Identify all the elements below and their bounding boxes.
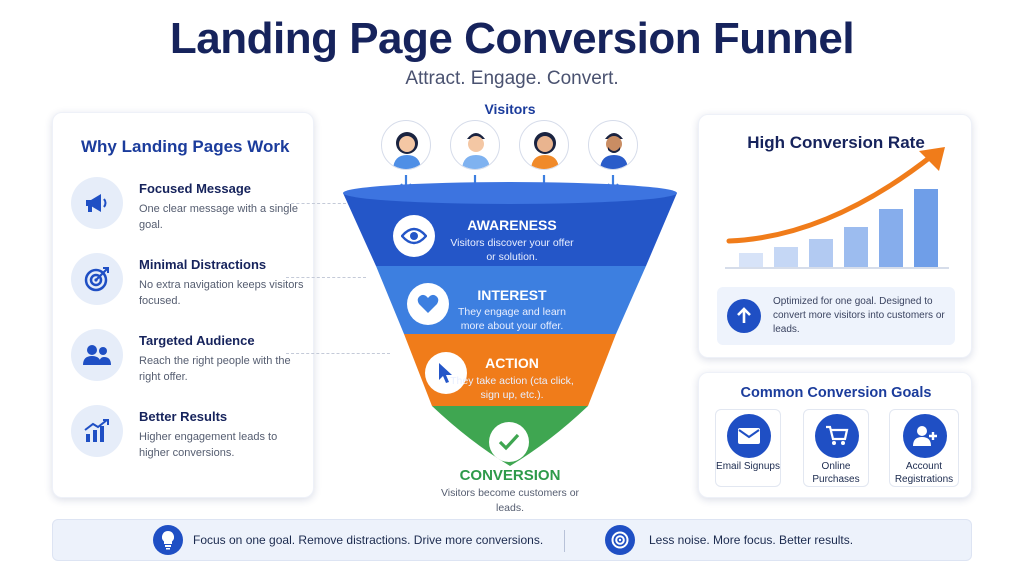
feature-title: Minimal Distractions xyxy=(139,257,267,272)
connector-line xyxy=(286,277,366,278)
footer-right-text: Less noise. More focus. Better results. xyxy=(649,533,854,547)
people-icon xyxy=(71,329,123,381)
megaphone-icon xyxy=(71,177,123,229)
target-icon xyxy=(71,253,123,305)
visitors-label: Visitors xyxy=(484,101,536,117)
heart-icon xyxy=(407,283,449,325)
feature-focused-message: Focused Message One clear message with a… xyxy=(71,177,311,237)
why-landing-pages-panel: Why Landing Pages Work Focused Message O… xyxy=(52,112,314,498)
goal-label: Online Purchases xyxy=(812,461,860,485)
goal-label: Email Signups xyxy=(716,461,780,472)
stage-desc: They take action (cta click, sign up, et… xyxy=(450,375,574,401)
feature-desc: One clear message with a single goal. xyxy=(139,203,298,231)
lightbulb-icon xyxy=(153,525,183,555)
stage-title: AWARENESS xyxy=(467,217,557,233)
page-subtitle: Attract. Engage. Convert. xyxy=(405,68,619,89)
footer-divider xyxy=(564,530,565,552)
feature-title: Better Results xyxy=(139,409,228,424)
check-icon xyxy=(489,422,529,462)
growth-chart-graphic xyxy=(725,147,949,269)
feature-better-results: Better Results Higher engagement leads t… xyxy=(71,405,311,465)
visitor-avatar-icon xyxy=(450,120,500,170)
cursor-icon xyxy=(425,352,467,394)
stage-title: INTEREST xyxy=(477,287,547,303)
cart-icon xyxy=(815,414,859,458)
feature-desc: No extra navigation keeps visitors focus… xyxy=(139,279,304,307)
feature-targeted-audience: Targeted Audience Reach the right people… xyxy=(71,329,311,389)
panel-title: Why Landing Pages Work xyxy=(81,137,290,156)
connector-line xyxy=(286,203,346,204)
add-user-icon xyxy=(903,414,947,458)
stage-title: CONVERSION xyxy=(459,467,561,484)
visitor-avatar-icon xyxy=(519,120,569,170)
rate-note-text: Optimized for one goal. Designed to conv… xyxy=(773,296,945,335)
footer-banner: Focus on one goal. Remove distractions. … xyxy=(52,519,972,561)
footer-left-text: Focus on one goal. Remove distractions. … xyxy=(193,533,544,547)
chart-growth-icon xyxy=(71,405,123,457)
eye-icon xyxy=(393,215,435,257)
feature-desc: Higher engagement leads to higher conver… xyxy=(139,431,278,459)
page-title: Landing Page Conversion Funnel xyxy=(169,14,855,63)
stage-desc: Visitors discover your offer or solution… xyxy=(450,237,574,263)
arrow-up-icon xyxy=(727,299,761,333)
funnel-rim xyxy=(343,182,677,204)
connector-line xyxy=(286,353,390,354)
target-icon xyxy=(605,525,635,555)
visitor-avatar-icon xyxy=(588,120,638,170)
feature-title: Focused Message xyxy=(139,181,251,196)
goal-account-registrations: Account Registrations xyxy=(889,409,959,487)
stage-desc: They engage and learn more about your of… xyxy=(458,306,566,332)
feature-title: Targeted Audience xyxy=(139,333,255,348)
stage-desc: Visitors become customers or leads. xyxy=(440,487,580,514)
feature-minimal-distractions: Minimal Distractions No extra navigation… xyxy=(71,253,311,313)
panel-title: High Conversion Rate xyxy=(747,133,925,152)
envelope-icon xyxy=(727,414,771,458)
goal-label: Account Registrations xyxy=(894,461,954,485)
panel-title: Common Conversion Goals xyxy=(740,385,932,401)
stage-title: ACTION xyxy=(485,355,539,371)
conversion-rate-panel: High Conversion Rate Optimized for one g… xyxy=(698,114,972,358)
visitor-avatar-icon xyxy=(381,120,431,170)
feature-desc: Reach the right people with the right of… xyxy=(139,355,291,383)
goal-email-signups: Email Signups xyxy=(715,409,781,487)
rate-note: Optimized for one goal. Designed to conv… xyxy=(717,287,955,345)
goal-online-purchases: Online Purchases xyxy=(803,409,869,487)
conversion-goals-panel: Common Conversion Goals Email Signups On… xyxy=(698,372,972,498)
